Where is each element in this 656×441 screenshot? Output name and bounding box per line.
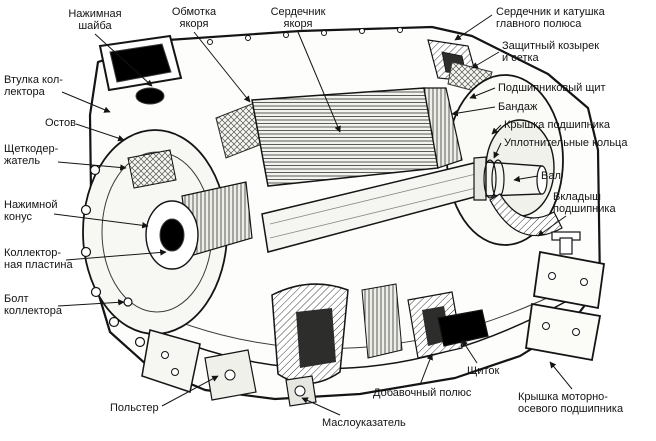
shaft (261, 156, 548, 253)
leader-polster (161, 375, 219, 407)
label-shchetkoderzhatel: Щеткодер- жатель (4, 143, 59, 168)
leader-nazhimnaya-shayba (94, 33, 153, 87)
label-serdechnik-yakorya: Сердечник якоря (270, 6, 326, 31)
label-vtulka-kollektora: Втулка кол- лектора (4, 74, 63, 99)
leader-zashchitnyy-kozyrek (471, 51, 500, 69)
commutator (145, 181, 253, 270)
label-ostov: Остов (45, 117, 76, 129)
pole-stack-middle (361, 283, 403, 359)
label-dobavochnyy-polyus: Добавочный полюс (373, 387, 472, 399)
leader-kryshka-motorno (549, 361, 573, 390)
main-pole-bottom (271, 283, 349, 385)
leader-podshipnikovyy-shchit (469, 87, 496, 99)
leader-kryshka-podshipnika (491, 124, 502, 135)
label-nazhimnaya-shayba: Нажимная шайба (68, 8, 122, 33)
pressure-washer (135, 87, 165, 105)
label-bolt-kollektora: Болт коллектора (4, 293, 62, 318)
label-obmotka-yakorya: Обмотка якоря (171, 6, 217, 31)
leader-masloukazatel (301, 397, 341, 416)
label-serdechnik-glavnogo: Сердечник и катушка главного полюса (496, 6, 605, 31)
label-zashchitnyy-kozyrek: Защитный козырек и сетка (502, 40, 600, 65)
leader-lines (53, 14, 573, 416)
label-podshipnikovyy-shchit: Подшипниковый щит (498, 82, 606, 94)
shield-plate (437, 309, 489, 347)
leader-bolt-kollektora (57, 299, 125, 307)
leader-vtulka-kollektora (61, 91, 111, 113)
brush-holder (127, 149, 177, 189)
leader-kollektornaya-plastina (65, 249, 167, 261)
leader-val (513, 175, 539, 183)
leader-uplotnitelnye-koltsa (493, 142, 502, 159)
vent-hatch (98, 34, 183, 92)
label-kollektornaya-plastina: Коллектор- ная пластина (4, 247, 73, 272)
lubricating-pad-unit (204, 349, 257, 401)
leader-ostov (75, 123, 125, 142)
label-shchitok: Щиток (467, 365, 500, 377)
leader-serdechnik-yakorya (297, 31, 341, 133)
label-polster: Польстер (110, 402, 159, 414)
axle-bearing-caps (524, 231, 606, 362)
leader-serdechnik-glavnogo (454, 14, 493, 41)
label-vkladysh-podshipnika: Вкладыш подшипника (553, 191, 616, 216)
label-kryshka-podshipnika: Крышка подшипника (504, 119, 611, 131)
leader-shchetkoderzhatel (57, 161, 127, 171)
leader-nazhimnoy-konus (53, 213, 149, 229)
label-masloukazatel: Маслоуказатель (322, 417, 406, 429)
leader-vkladysh-podshipnika (537, 215, 567, 237)
label-kryshka-motorno: Крышка моторно- осевого подшипника (518, 391, 624, 416)
label-uplotnitelnye-koltsa: Уплотнительные кольца (504, 137, 628, 149)
bearing-shell (489, 193, 563, 237)
label-bandazh: Бандаж (498, 101, 538, 113)
frame-top-bolts (207, 27, 403, 45)
armature-core (251, 87, 439, 187)
leader-obmotka-yakorya (193, 31, 251, 103)
leader-bandazh (451, 106, 496, 117)
label-val: Вал (541, 170, 561, 182)
label-nazhimnoy-konus: Нажимной конус (4, 199, 58, 224)
armature-banding (423, 87, 463, 169)
oil-gauge (285, 375, 317, 407)
suspension-lug (141, 329, 201, 393)
leader-dobavochnyy-polyus (419, 353, 433, 386)
leader-shchitok (461, 339, 478, 364)
